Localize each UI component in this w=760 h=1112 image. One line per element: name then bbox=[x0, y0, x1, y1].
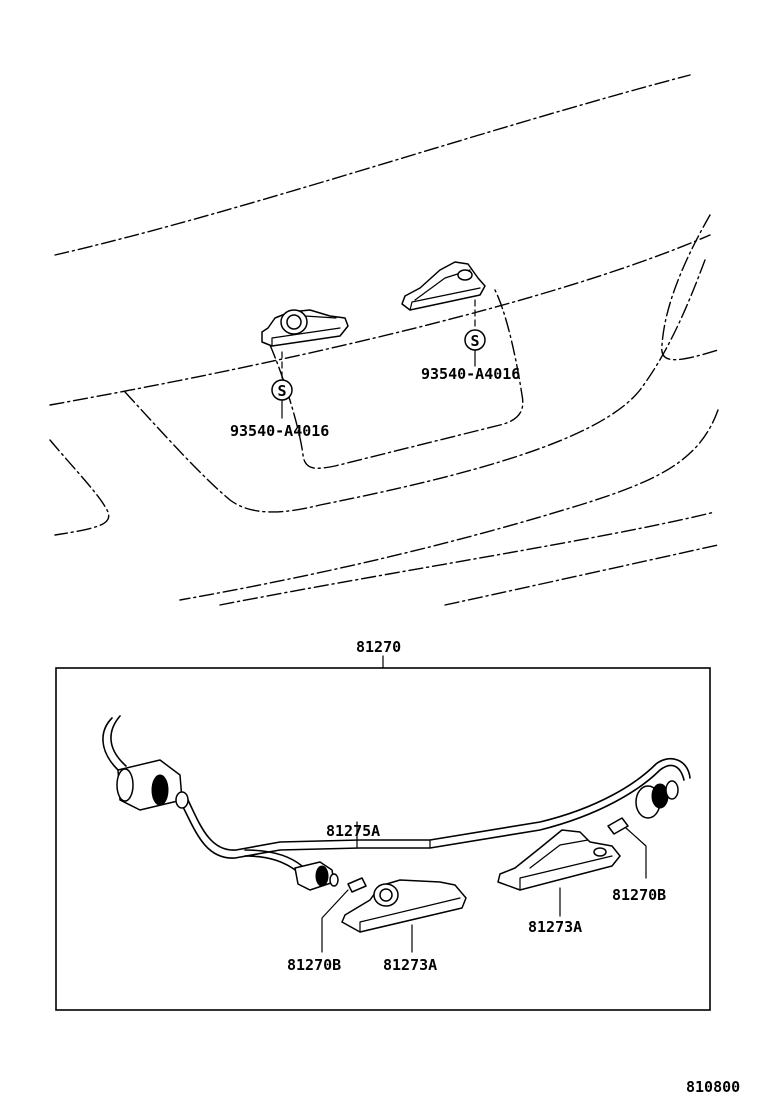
screw-symbol-right: S bbox=[470, 332, 479, 350]
label-lens-left: 81273A bbox=[383, 956, 437, 974]
connector-left bbox=[116, 759, 189, 811]
lamp-housing-left-installed bbox=[261, 309, 349, 347]
screw-left: S bbox=[271, 351, 293, 419]
trunk-lid-outline bbox=[49, 74, 719, 606]
bulb-left bbox=[347, 877, 367, 893]
label-bulb-right: 81270B bbox=[612, 886, 666, 904]
lens-right bbox=[497, 829, 621, 891]
leader-lines bbox=[321, 821, 647, 953]
label-screw-left: 93540-A4016 bbox=[230, 422, 329, 440]
lamp-housing-right-installed bbox=[401, 261, 486, 311]
figure-id: 810800 bbox=[686, 1078, 740, 1096]
screw-symbol-left: S bbox=[277, 382, 286, 400]
label-wire: 81275A bbox=[326, 822, 380, 840]
screw-right: S bbox=[464, 299, 486, 367]
assembly-box bbox=[55, 667, 711, 1011]
label-lens-right: 81273A bbox=[528, 918, 582, 936]
label-screw-right: 93540-A4016 bbox=[421, 365, 520, 383]
lens-left bbox=[341, 879, 467, 933]
bulb-right bbox=[607, 817, 629, 835]
label-assembly: 81270 bbox=[356, 638, 401, 656]
socket-right bbox=[635, 780, 679, 819]
label-bulb-left: 81270B bbox=[287, 956, 341, 974]
socket-left bbox=[294, 861, 339, 891]
